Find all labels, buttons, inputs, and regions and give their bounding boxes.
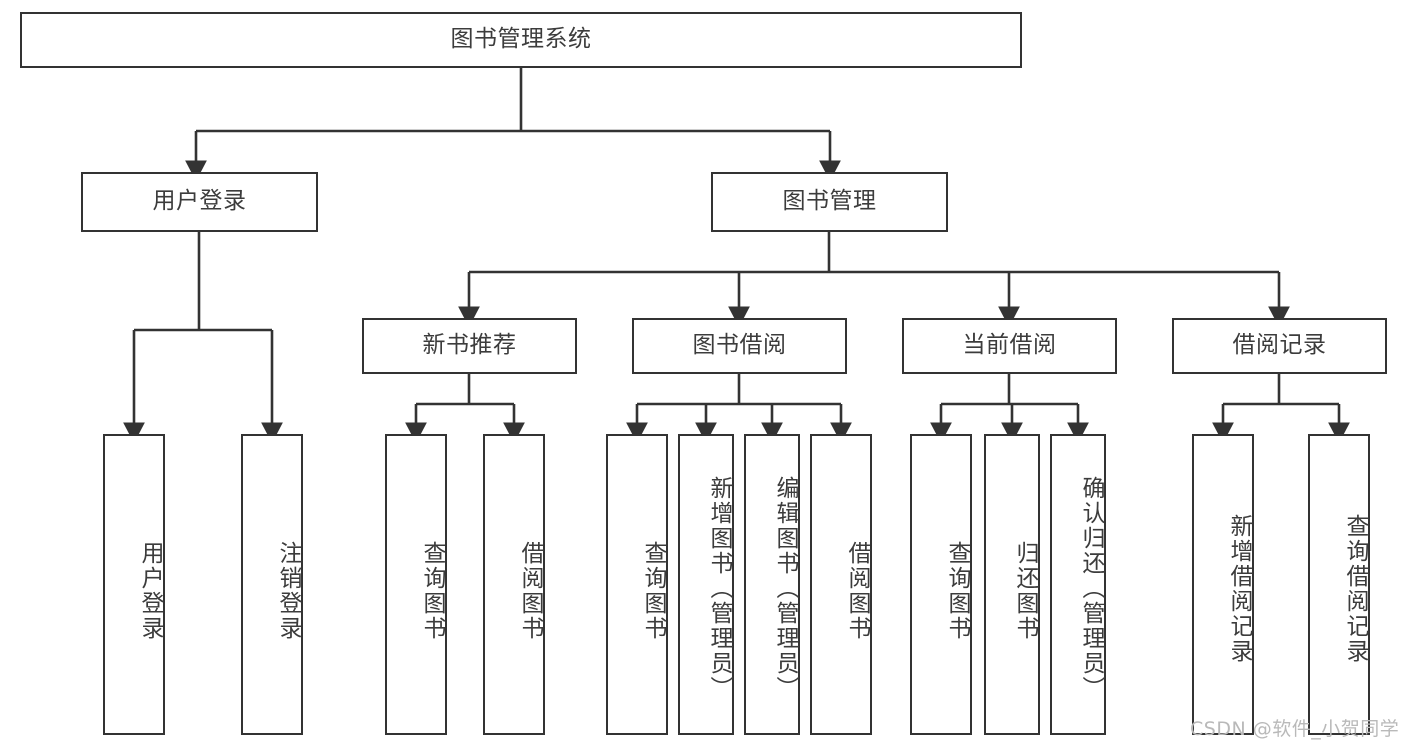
node-root[interactable]: 图书管理系统 [20, 12, 1022, 68]
node-leaf-query-book-2[interactable]: 查询图书 [606, 434, 668, 735]
node-leaf-query-book-1[interactable]: 查询图书 [385, 434, 447, 735]
csdn-watermark: CSDN @软件_小贺同学 [1190, 718, 1400, 740]
node-leaf-borrow-book-2[interactable]: 借阅图书 [810, 434, 872, 735]
node-book-borrow[interactable]: 图书借阅 [632, 318, 847, 374]
node-leaf-edit-book-admin[interactable]: 编辑图书（管理员） [744, 434, 800, 735]
node-leaf-return-book[interactable]: 归还图书 [984, 434, 1040, 735]
node-borrow-records[interactable]: 借阅记录 [1172, 318, 1387, 374]
node-leaf-query-book-3[interactable]: 查询图书 [910, 434, 972, 735]
node-leaf-add-book-admin[interactable]: 新增图书（管理员） [678, 434, 734, 735]
node-leaf-user-login[interactable]: 用户登录 [103, 434, 165, 735]
node-leaf-confirm-return-admin[interactable]: 确认归还（管理员） [1050, 434, 1106, 735]
node-leaf-add-borrow-record[interactable]: 新增借阅记录 [1192, 434, 1254, 735]
node-leaf-borrow-book-1[interactable]: 借阅图书 [483, 434, 545, 735]
node-leaf-logout[interactable]: 注销登录 [241, 434, 303, 735]
node-leaf-query-borrow-record[interactable]: 查询借阅记录 [1308, 434, 1370, 735]
node-current-borrow[interactable]: 当前借阅 [902, 318, 1117, 374]
node-book-manage[interactable]: 图书管理 [711, 172, 948, 232]
node-new-book-recommend[interactable]: 新书推荐 [362, 318, 577, 374]
node-user-login[interactable]: 用户登录 [81, 172, 318, 232]
